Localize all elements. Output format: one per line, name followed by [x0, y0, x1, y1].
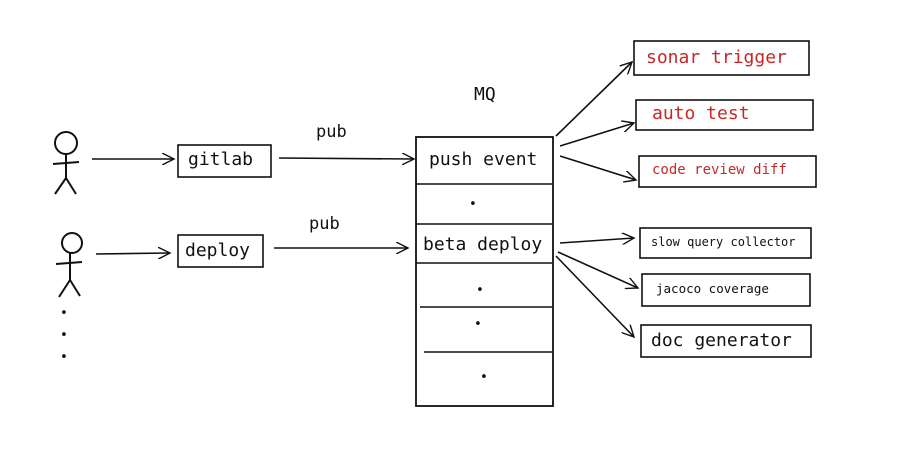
slow-query-collector-box [639, 227, 812, 259]
queue-slot-ellipsis: • [480, 370, 488, 385]
push-to-autotest-arrow [559, 123, 634, 147]
consumer-slow-query-collector: slow query collector [651, 235, 796, 249]
consumer-sonar-trigger: sonar trigger [646, 47, 787, 68]
source-gitlab-label: gitlab [188, 149, 254, 170]
consumer-doc-generator: doc generator [651, 330, 792, 351]
beta-to-jacoco-arrow [557, 251, 638, 288]
queue-slot-beta-deploy: beta deploy [423, 234, 543, 255]
source-deploy-label: deploy [185, 240, 251, 261]
deploy-box [177, 234, 264, 268]
queue-slot-ellipsis: • [474, 317, 482, 332]
push-to-codereview-arrow [559, 155, 636, 180]
edge-label-pub: pub [316, 122, 347, 142]
code-review-diff-box [638, 155, 817, 188]
user-stick-figure [52, 131, 80, 195]
actors-ellipsis: • • • [60, 306, 68, 365]
gitlab-box [177, 144, 272, 178]
beta-to-slowquery-arrow [559, 238, 634, 243]
consumer-auto-test: auto test [652, 103, 750, 124]
mq-label: MQ [474, 84, 496, 105]
auto-test-box [635, 99, 814, 131]
actor-to-deploy-arrow [95, 253, 170, 254]
doc-generator-box [640, 324, 812, 358]
user-stick-figure [55, 232, 83, 298]
push-to-sonar-arrow [555, 62, 632, 137]
gitlab-pub-arrow [278, 158, 414, 159]
sonar-trigger-box [633, 40, 810, 76]
edge-label-pub: pub [309, 214, 340, 234]
queue-slot-ellipsis: • [469, 197, 477, 212]
jacoco-coverage-box [641, 273, 811, 307]
queue-slot-push-event: push event [429, 149, 538, 170]
queue-slot-ellipsis: • [476, 283, 484, 298]
consumer-jacoco-coverage: jacoco coverage [656, 281, 769, 296]
consumer-code-review-diff: code review diff [652, 162, 787, 178]
beta-to-docgen-arrow [555, 255, 634, 337]
mq-box [415, 136, 554, 407]
